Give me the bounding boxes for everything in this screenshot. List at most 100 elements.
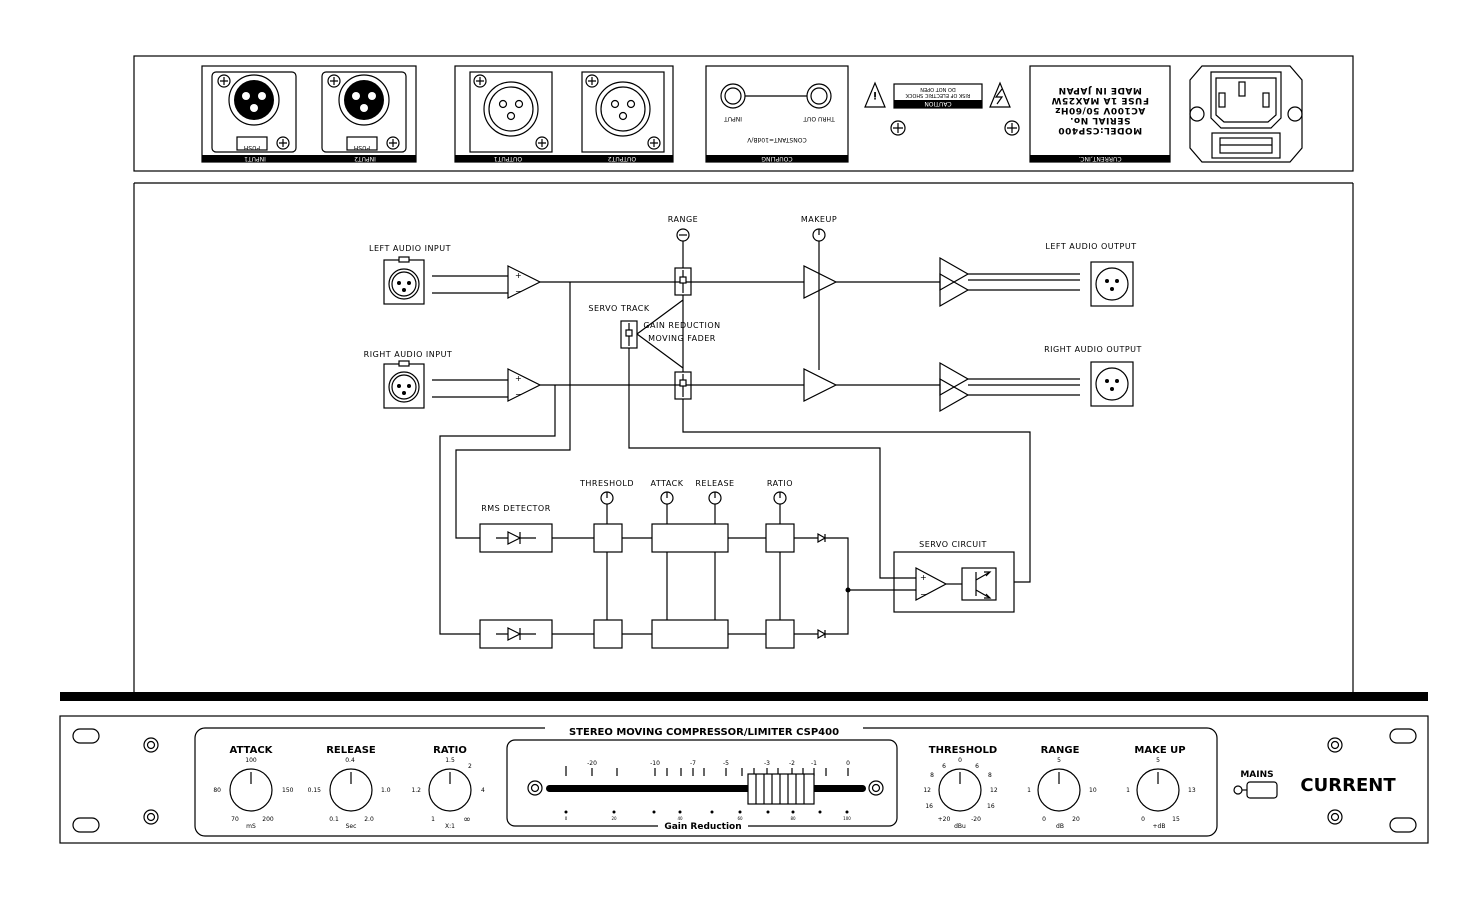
meter-top-label-1: -10 bbox=[650, 760, 660, 767]
svg-text:−: − bbox=[515, 390, 522, 399]
input-connector-block: PUSH PUSH INPUT1 INPUT2 bbox=[201, 65, 417, 163]
rear-input2-label: INPUT2 bbox=[354, 155, 376, 162]
power-inlet bbox=[1189, 65, 1303, 163]
svg-text:12: 12 bbox=[990, 787, 998, 794]
coupling-block: INPUT THRU OUT CONSTANT=10dB/V COUPLING bbox=[705, 65, 849, 163]
servo-circuit-label: SERVO CIRCUIT bbox=[919, 540, 987, 549]
front-panel-title: STEREO MOVING COMPRESSOR/LIMITER CSP400 bbox=[569, 727, 839, 738]
rear-model-line-3: AC100V 50/60Hz bbox=[1055, 105, 1146, 115]
range-knob-label: RANGE bbox=[1041, 745, 1080, 756]
threshold-block-bottom bbox=[593, 619, 623, 649]
attack-release-block-bottom bbox=[651, 619, 729, 649]
right-input-amp: + − bbox=[507, 368, 542, 402]
servo-track-label: SERVO TRACK bbox=[588, 304, 649, 313]
svg-text:−: − bbox=[920, 590, 927, 599]
svg-text:+: + bbox=[920, 573, 927, 582]
rear-model-line-2: SERIAL No. bbox=[1070, 115, 1131, 125]
left-moving-fader bbox=[674, 267, 692, 296]
release-knob[interactable]: RELEASE 0.4 0.15 1.0 0.1 2.0 Sec bbox=[308, 745, 391, 830]
threshold-block-top bbox=[593, 523, 623, 553]
range-label: RANGE bbox=[668, 215, 698, 224]
range-knob[interactable]: RANGE 5 1 10 0 20 dB bbox=[1027, 745, 1097, 830]
meter-top-label-3: -5 bbox=[723, 760, 729, 767]
meter-bottom-label-2: 40 bbox=[677, 816, 683, 821]
moving-fader-label: MOVING FADER bbox=[648, 334, 716, 343]
svg-text:+dB: +dB bbox=[1153, 823, 1166, 830]
svg-text:8: 8 bbox=[930, 772, 934, 779]
rack-slot-top-left bbox=[72, 728, 100, 744]
output-connector-block: OUTPUT1 OUTPUT2 bbox=[454, 65, 674, 163]
svg-text:6: 6 bbox=[975, 763, 979, 770]
svg-text:0.4: 0.4 bbox=[345, 757, 355, 764]
svg-text:16: 16 bbox=[987, 803, 995, 810]
svg-text:1.2: 1.2 bbox=[411, 787, 421, 794]
shock-warning-icon bbox=[989, 81, 1011, 108]
mains-switch[interactable] bbox=[1246, 781, 1278, 799]
meter-top-label-6: -1 bbox=[811, 760, 817, 767]
attack-label: ATTACK bbox=[650, 479, 683, 488]
gain-reduction-meter: -20 -10 -7 -5 -3 -2 -1 0 0 20 40 60 80 1… bbox=[506, 739, 898, 832]
meter-top-label-2: -7 bbox=[690, 760, 696, 767]
ratio-knob[interactable]: RATIO 1.5 2 1.2 4 1 ∞ X:1 bbox=[411, 745, 485, 830]
svg-text:1.0: 1.0 bbox=[381, 787, 391, 794]
svg-text:∞: ∞ bbox=[463, 815, 471, 825]
rear-panel: PUSH PUSH INPUT1 INPUT2 bbox=[133, 55, 1354, 172]
threshold-knob[interactable]: THRESHOLD 0 6 6 8 8 12 12 16 16 +20 -20 … bbox=[923, 745, 997, 830]
svg-text:0.15: 0.15 bbox=[308, 787, 322, 794]
mains-label: MAINS bbox=[1240, 770, 1273, 780]
rack-slot-bottom-right bbox=[1389, 817, 1417, 833]
mains-led-icon bbox=[1233, 785, 1243, 795]
svg-text:16: 16 bbox=[925, 803, 933, 810]
left-audio-output-label: LEFT AUDIO OUTPUT bbox=[1045, 242, 1136, 251]
svg-text:4: 4 bbox=[481, 787, 485, 794]
meter-top-label-5: -2 bbox=[789, 760, 795, 767]
svg-text:dB: dB bbox=[1056, 823, 1064, 830]
svg-text:8: 8 bbox=[988, 772, 992, 779]
output1-xlr-connector bbox=[469, 71, 553, 153]
left-input-amp: + − bbox=[507, 265, 542, 299]
svg-text:2.0: 2.0 bbox=[364, 816, 374, 823]
svg-text:13: 13 bbox=[1188, 787, 1196, 794]
meter-bottom-label-4: 80 bbox=[790, 816, 796, 821]
servo-track-fader bbox=[620, 320, 638, 349]
meter-bottom-label-5: 100 bbox=[843, 816, 851, 821]
svg-text:70: 70 bbox=[231, 816, 239, 823]
svg-text:mS: mS bbox=[246, 823, 256, 830]
rear-input1-label: INPUT1 bbox=[244, 155, 266, 162]
svg-text:dBu: dBu bbox=[954, 823, 966, 830]
left-input-xlr-icon bbox=[383, 256, 425, 305]
rear-input-label: INPUT bbox=[724, 115, 742, 122]
svg-text:15: 15 bbox=[1172, 816, 1180, 823]
front-panel: STEREO MOVING COMPRESSOR/LIMITER CSP400 … bbox=[59, 692, 1429, 844]
rear-model-line-4: FUSE 1A MAX25W bbox=[1051, 95, 1149, 105]
right-output-xlr-icon bbox=[1090, 361, 1134, 407]
svg-text:12: 12 bbox=[923, 787, 931, 794]
meter-bottom-label-0: 0 bbox=[565, 816, 568, 821]
svg-text:+: + bbox=[515, 271, 522, 280]
svg-text:200: 200 bbox=[262, 816, 274, 823]
rear-output2-label: OUTPUT2 bbox=[608, 155, 636, 162]
rear-constant-label: CONSTANT=10dB/V bbox=[746, 136, 806, 143]
svg-text:5: 5 bbox=[1156, 757, 1160, 764]
svg-text:Sec: Sec bbox=[346, 823, 357, 830]
model-label-block: MODEL:CSP400 SERIAL No. AC100V 50/60Hz F… bbox=[1029, 65, 1171, 163]
meter-bottom-label-1: 20 bbox=[611, 816, 617, 821]
attack-knob[interactable]: ATTACK 100 80 150 70 200 mS bbox=[213, 745, 293, 830]
rms-detector-top bbox=[479, 523, 553, 553]
rms-detector-label: RMS DETECTOR bbox=[481, 504, 551, 513]
rear-caution-line2: RISK OF ELECTRIC SHOCK bbox=[905, 92, 970, 98]
svg-text:0: 0 bbox=[1042, 816, 1046, 823]
left-output-driver bbox=[939, 256, 1080, 308]
caution-area: i CAUTION RISK OF ELECTRIC SHOCK DO NOT … bbox=[864, 81, 1020, 136]
release-label: RELEASE bbox=[695, 479, 734, 488]
svg-text:-20: -20 bbox=[971, 816, 981, 823]
gain-reduction-caption: Gain Reduction bbox=[664, 822, 741, 832]
right-output-driver bbox=[939, 361, 1080, 413]
makeup-knob[interactable]: MAKE UP 5 1 13 0 15 +dB bbox=[1126, 745, 1196, 830]
makeup-knob-label: MAKE UP bbox=[1134, 745, 1185, 756]
right-input-xlr-icon bbox=[383, 360, 425, 409]
left-makeup-amp bbox=[803, 265, 838, 299]
output2-xlr-connector bbox=[581, 71, 665, 153]
svg-text:6: 6 bbox=[942, 763, 946, 770]
svg-text:−: − bbox=[515, 287, 522, 296]
